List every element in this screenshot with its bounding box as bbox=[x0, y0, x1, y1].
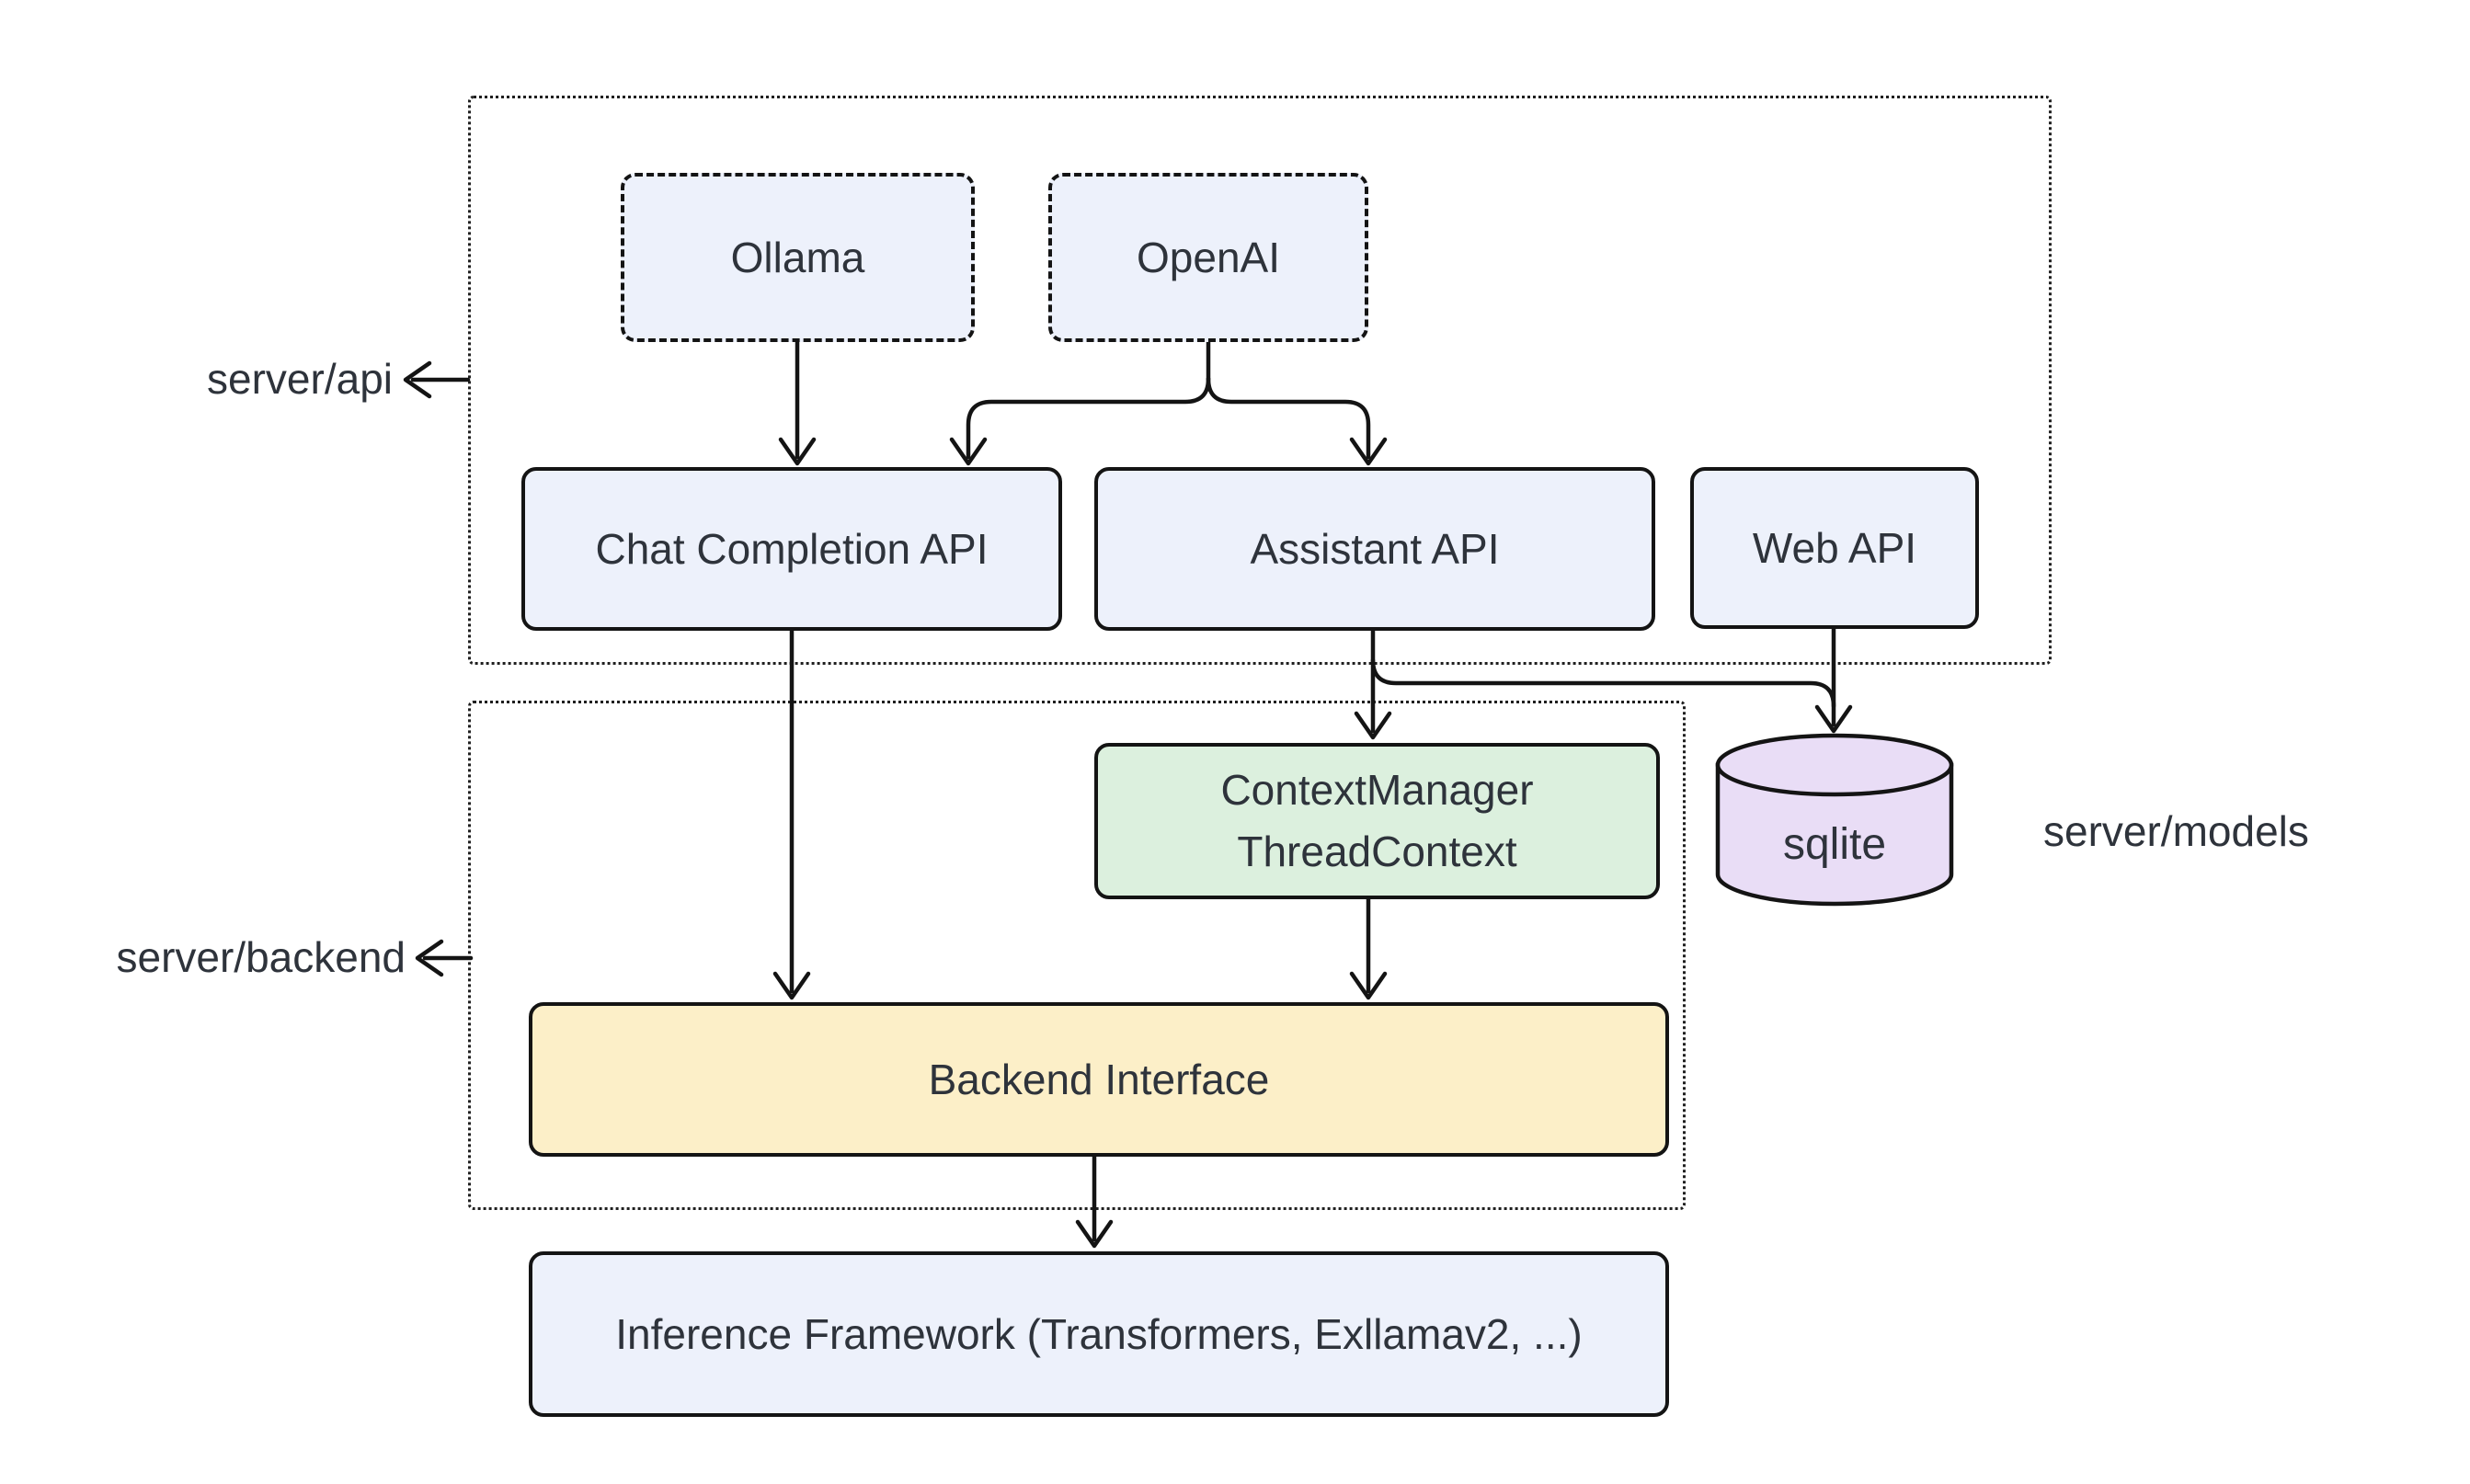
node-chat-completion-api-label: Chat Completion API bbox=[595, 524, 989, 573]
server-models-label: server/models bbox=[2043, 807, 2309, 855]
server-backend-label-arrow bbox=[415, 939, 474, 977]
node-assistant-api-label: Assistant API bbox=[1250, 524, 1500, 573]
edge-ollama-chat-api bbox=[778, 339, 817, 466]
server-api-group-label: server/api bbox=[207, 355, 393, 403]
sqlite-cylinder-shape bbox=[1715, 733, 1954, 907]
server-backend-group-border bbox=[468, 701, 1686, 1210]
node-context-manager: ContextManager ThreadContext bbox=[1094, 743, 1660, 899]
edge-assistant-api-context-manager bbox=[1354, 628, 1392, 740]
server-api-label-arrow bbox=[403, 360, 471, 399]
node-context-manager-label: ContextManager ThreadContext bbox=[1220, 759, 1533, 882]
node-inference-framework-label: Inference Framework (Transformers, Exlla… bbox=[615, 1309, 1583, 1358]
node-openai: OpenAI bbox=[1048, 173, 1368, 342]
edge-web-api-sqlite bbox=[1814, 626, 1853, 734]
edge-assistant-api-sqlite bbox=[1370, 657, 1836, 709]
node-chat-completion-api: Chat Completion API bbox=[521, 467, 1062, 631]
node-sqlite-label-wrap: sqlite bbox=[1718, 789, 1951, 899]
node-ollama: Ollama bbox=[621, 173, 975, 342]
edge-backend-interface-inference bbox=[1075, 1154, 1114, 1249]
node-backend-interface-label: Backend Interface bbox=[928, 1055, 1270, 1103]
node-ollama-label: Ollama bbox=[730, 233, 865, 281]
edge-context-manager-backend-interface bbox=[1349, 896, 1388, 1000]
node-sqlite-label: sqlite bbox=[1782, 819, 1887, 869]
node-backend-interface: Backend Interface bbox=[529, 1002, 1669, 1157]
node-web-api: Web API bbox=[1690, 467, 1979, 629]
server-backend-group-label: server/backend bbox=[116, 933, 406, 981]
edge-chat-api-backend-interface bbox=[772, 628, 811, 1000]
node-web-api-label: Web API bbox=[1752, 523, 1917, 572]
node-openai-label: OpenAI bbox=[1137, 233, 1280, 281]
context-manager-line1: ContextManager bbox=[1220, 766, 1534, 815]
edge-openai-split bbox=[949, 339, 1388, 466]
node-inference-framework: Inference Framework (Transformers, Exlla… bbox=[529, 1251, 1669, 1417]
context-manager-line2: ThreadContext bbox=[1237, 828, 1517, 875]
node-assistant-api: Assistant API bbox=[1094, 467, 1655, 631]
